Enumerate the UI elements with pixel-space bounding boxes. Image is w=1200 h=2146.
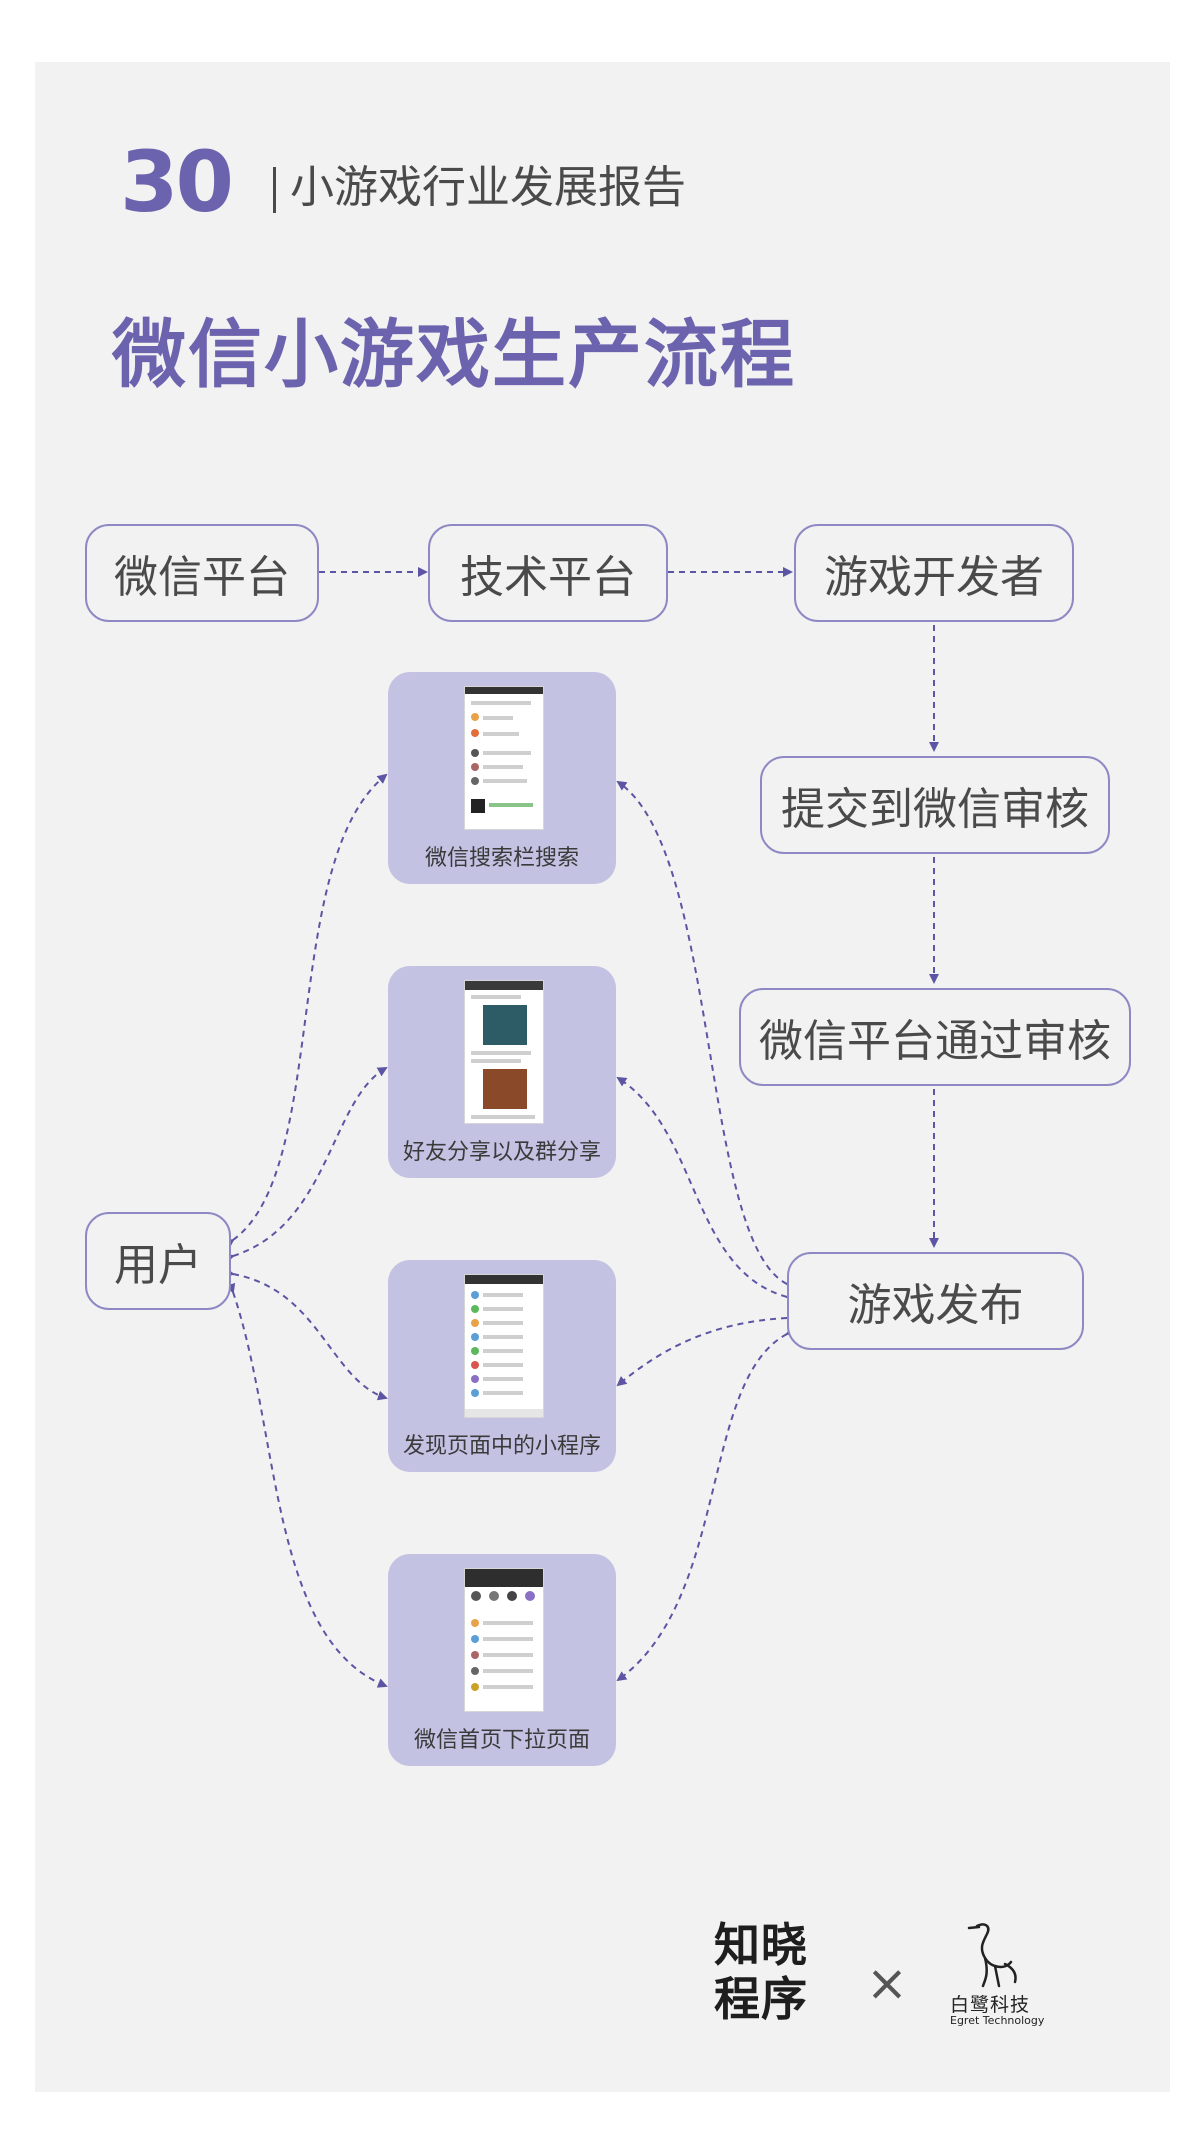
main-title: 微信小游戏生产流程 (112, 312, 796, 398)
channel-card-discover: 发现页面中的小程序 (388, 1260, 616, 1472)
node-user: 用户 (85, 1212, 231, 1310)
phone-screenshot-discover (464, 1274, 544, 1418)
phone-screenshot-search (464, 686, 544, 830)
node-tech-platform: 技术平台 (428, 524, 668, 622)
node-submit-review: 提交到微信审核 (760, 756, 1110, 854)
channel-card-search: 微信搜索栏搜索 (388, 672, 616, 884)
arrow-publish-channel-2 (616, 1076, 797, 1304)
arrow-user-channel-2 (223, 1067, 388, 1264)
zhixiao-logo-line1: 知晓 (714, 1918, 808, 1972)
arrow-publish-channel-3 (616, 1312, 796, 1387)
arrow-publish-channel-4 (616, 1325, 797, 1682)
title-separator (273, 167, 276, 213)
node-game-developer: 游戏开发者 (794, 524, 1074, 622)
channel-label-share: 好友分享以及群分享 (402, 1140, 601, 1165)
arrow-user-channel-4 (225, 1282, 388, 1688)
egret-logo-icon (967, 1923, 1017, 1988)
zhixiao-logo-line2: 程序 (714, 1972, 808, 2026)
page-number: 30 (120, 133, 234, 231)
phone-screenshot-share (464, 980, 544, 1124)
channel-card-share: 好友分享以及群分享 (388, 966, 616, 1178)
arrow-user-channel-1 (223, 773, 388, 1249)
phone-screenshot-pulldown (464, 1568, 544, 1712)
channel-label-discover: 发现页面中的小程序 (402, 1434, 601, 1459)
egret-name-en: Egret Technology (950, 2014, 1045, 2027)
channel-label-pulldown: 微信首页下拉页面 (413, 1728, 590, 1753)
node-wechat-platform: 微信平台 (85, 524, 319, 622)
zhixiao-logo: 知晓 程序 (714, 1918, 808, 2026)
node-game-publish: 游戏发布 (787, 1252, 1084, 1350)
egret-name-cn: 白鹭科技 (950, 1994, 1031, 2016)
node-platform-approve: 微信平台通过审核 (739, 988, 1131, 1086)
collab-cross: × (866, 1954, 908, 2012)
report-title: 小游戏行业发展报告 (290, 162, 686, 213)
channel-card-pulldown: 微信首页下拉页面 (388, 1554, 616, 1766)
channel-label-search: 微信搜索栏搜索 (424, 846, 579, 871)
